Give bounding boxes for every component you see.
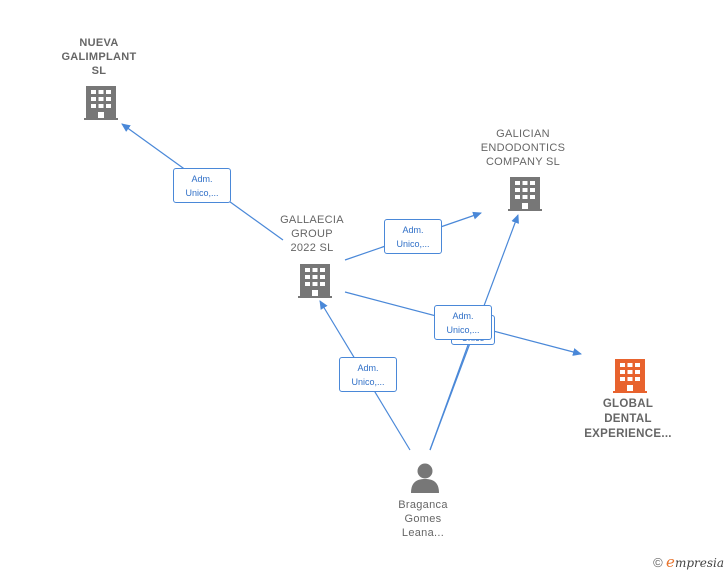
company-name-line: GALLAECIA: [280, 214, 344, 226]
company-node-global-dental-experience[interactable]: GLOBAL DENTAL EXPERIENCE...: [572, 397, 684, 442]
company-name-line: GROUP: [291, 228, 333, 240]
building-icon: [508, 177, 542, 211]
company-name-line: ENDODONTICS: [480, 142, 566, 154]
building-icon: [298, 264, 332, 298]
building-icon-highlighted: [613, 359, 647, 393]
logo-text: mpresia: [674, 556, 724, 570]
person-name-line: Braganca: [398, 499, 448, 511]
edge-label-to-galician[interactable]: Adm. Unico,...: [384, 219, 442, 254]
logo-letter: e: [666, 553, 675, 571]
company-node-nueva-galimplant[interactable]: NUEVA GALIMPLANT SL: [50, 36, 148, 78]
company-name-line: NUEVA: [79, 37, 119, 49]
company-node-gallaecia-group[interactable]: GALLAECIA GROUP 2022 SL: [262, 213, 362, 255]
person-icon: [411, 463, 439, 493]
company-name-line: DENTAL: [604, 413, 652, 425]
role-text: Unico,...: [396, 239, 430, 249]
copyright-symbol: ©: [653, 555, 663, 570]
company-name-line: SL: [91, 65, 107, 77]
person-name-line: Gomes: [404, 513, 442, 525]
company-name-line: EXPERIENCE...: [584, 428, 672, 440]
edge-person-to-global: [429, 344, 469, 451]
role-text: Unico,...: [185, 188, 219, 198]
company-name-line: 2022 SL: [290, 242, 334, 254]
role-text: Adm.: [452, 311, 474, 321]
role-text: Adm.: [357, 363, 379, 373]
edge-label-to-global[interactable]: Adm. Unico,...: [434, 305, 492, 340]
edge-label-to-nueva[interactable]: Adm. Unico,...: [173, 168, 231, 203]
empresia-logo: © empresia: [653, 553, 724, 571]
person-name-line: Leana...: [401, 527, 445, 539]
edge-label-person-to-gallaecia[interactable]: Adm. Unico,...: [339, 357, 397, 392]
role-text: Adm.: [402, 225, 424, 235]
company-name-line: GALICIAN: [496, 128, 550, 140]
role-text: Adm.: [191, 174, 213, 184]
company-node-galician-endodontics[interactable]: GALICIAN ENDODONTICS COMPANY SL: [467, 127, 579, 169]
building-icon: [84, 86, 118, 120]
person-node-braganca-gomes[interactable]: Braganca Gomes Leana...: [378, 498, 468, 540]
company-name-line: GLOBAL: [602, 398, 654, 410]
company-name-line: GALIMPLANT: [61, 51, 137, 63]
role-text: Unico,...: [446, 325, 480, 335]
role-text: Unico,...: [351, 377, 385, 387]
company-name-line: COMPANY SL: [485, 156, 561, 168]
